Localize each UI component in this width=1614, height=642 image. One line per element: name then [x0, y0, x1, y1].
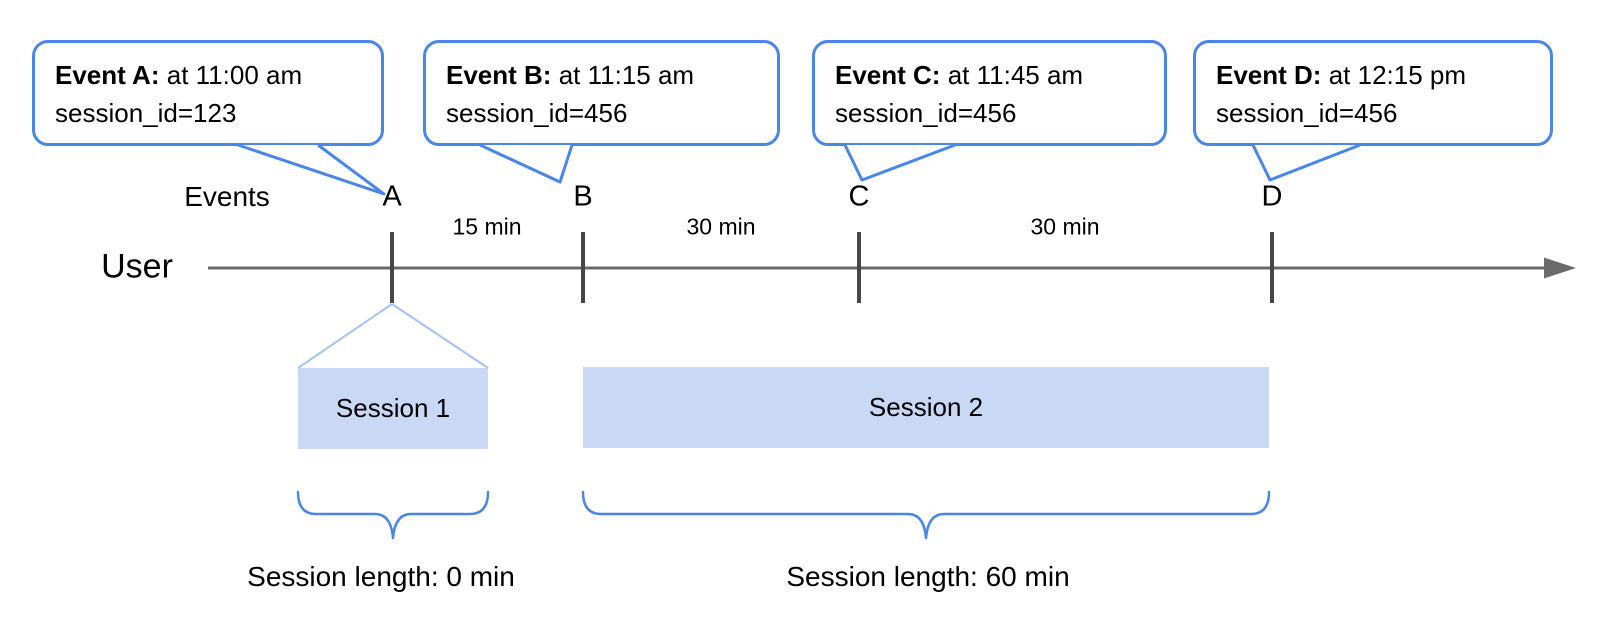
event-b-callout-time: at 11:15 am	[558, 60, 695, 90]
interval-c-d-label: 30 min	[1030, 213, 1100, 240]
event-b-callout-session: session_id=456	[446, 98, 628, 128]
event-d-callout-tail-icon	[1251, 143, 1361, 182]
session-1-brace-icon	[296, 490, 490, 540]
event-a-callout-title: Event A:	[55, 60, 160, 90]
event-c-callout-line1: Event C: at 11:45 am	[835, 56, 1144, 94]
event-d-callout-time: at 12:15 pm	[1328, 60, 1467, 90]
session-1-label: Session 1	[335, 393, 451, 423]
session-1-funnel-right-line	[391, 303, 489, 369]
event-a-callout: Event A: at 11:00 am session_id=123	[32, 40, 384, 146]
session-1-funnel-left-line	[297, 303, 393, 369]
event-b-callout-tail-icon	[479, 143, 574, 184]
event-b-letter: B	[573, 180, 593, 213]
event-a-callout-tail-icon	[237, 143, 386, 196]
event-c-callout-session: session_id=456	[835, 98, 1017, 128]
event-c-callout-time: at 11:45 am	[947, 60, 1084, 90]
event-b-callout-title: Event B:	[446, 60, 552, 90]
event-c-callout-title: Event C:	[835, 60, 941, 90]
session-1-box: Session 1	[298, 368, 488, 449]
interval-a-b-label: 15 min	[452, 213, 522, 240]
session-2-brace-icon	[581, 490, 1271, 540]
event-b-callout-line1: Event B: at 11:15 am	[446, 56, 757, 94]
event-a-callout-time: at 11:00 am	[166, 60, 303, 90]
session-1-length-label: Session length: 0 min	[247, 561, 515, 592]
event-a-letter: A	[382, 180, 402, 213]
event-d-callout-session: session_id=456	[1216, 98, 1398, 128]
event-b-callout: Event B: at 11:15 am session_id=456	[423, 40, 780, 146]
event-d-callout-title: Event D:	[1216, 60, 1322, 90]
session-2-box: Session 2	[583, 367, 1269, 448]
timeline-arrowhead-icon	[1544, 257, 1576, 279]
event-a-callout-session: session_id=123	[55, 98, 237, 128]
event-c-letter: C	[848, 180, 870, 213]
session-2-label: Session 2	[868, 392, 984, 422]
interval-b-c-label: 30 min	[686, 213, 756, 240]
event-d-callout: Event D: at 12:15 pm session_id=456	[1193, 40, 1553, 146]
event-d-callout-line1: Event D: at 12:15 pm	[1216, 56, 1530, 94]
event-d-letter: D	[1261, 180, 1283, 213]
user-axis-label: User	[101, 247, 173, 286]
event-a-callout-line1: Event A: at 11:00 am	[55, 56, 361, 94]
event-c-callout-tail-icon	[843, 143, 956, 182]
events-axis-label: Events	[184, 181, 270, 212]
session-2-length-label: Session length: 60 min	[786, 561, 1070, 592]
event-c-callout: Event C: at 11:45 am session_id=456	[812, 40, 1167, 146]
